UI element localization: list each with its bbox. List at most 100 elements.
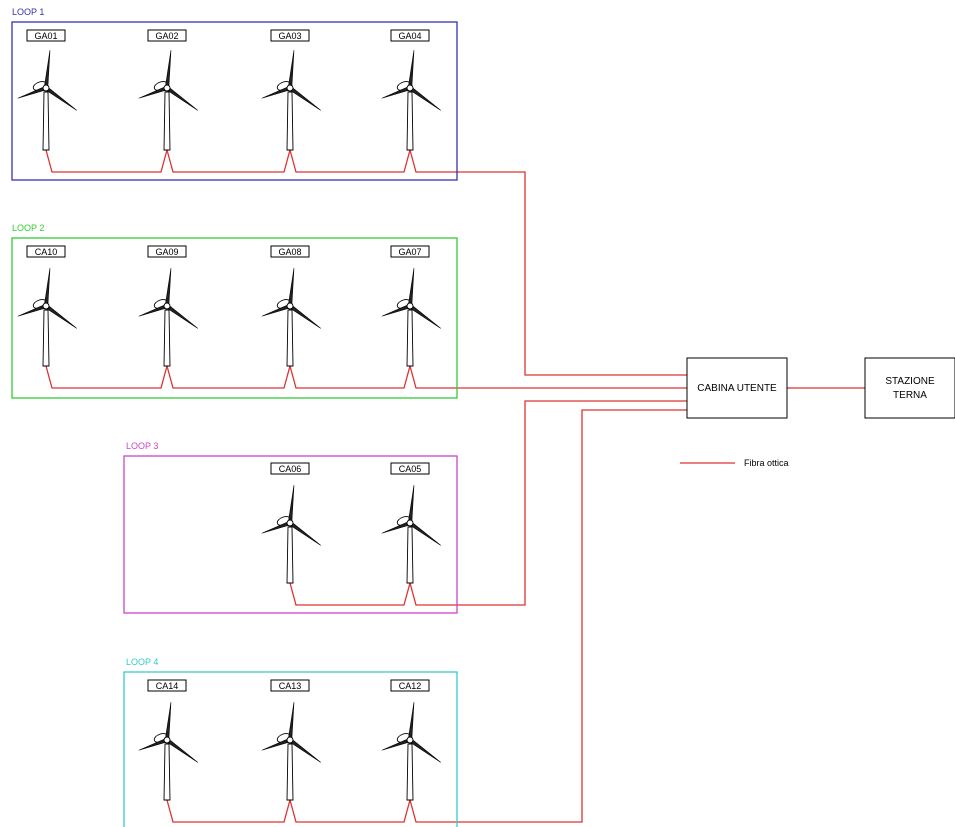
turbine-tag-label: GA03 <box>278 31 301 41</box>
turbine-tower <box>286 309 294 367</box>
turbine-tag-label: CA14 <box>156 681 179 691</box>
turbine-tag-label: GA04 <box>398 31 421 41</box>
loop-1-label: LOOP 1 <box>12 7 44 17</box>
turbine-blade <box>288 738 321 763</box>
wind-turbine: CA13 <box>261 679 321 801</box>
turbine-hub <box>406 84 414 92</box>
turbine-blade <box>288 86 321 111</box>
turbine-tag-label: CA13 <box>279 681 302 691</box>
turbine-blade <box>165 304 198 329</box>
turbine-blade <box>407 268 415 307</box>
turbine-blade <box>43 50 51 89</box>
turbine-tower <box>42 309 50 367</box>
wind-turbine: GA08 <box>261 245 321 367</box>
turbine-blade <box>165 738 198 763</box>
turbine-hub <box>42 84 50 92</box>
turbine-blade <box>408 86 441 111</box>
turbine-tag-box <box>390 462 430 475</box>
turbine-blade <box>261 520 292 534</box>
wind-turbine: GA02 <box>138 29 198 151</box>
turbine-blade <box>408 304 441 329</box>
turbine-blade <box>287 485 295 524</box>
turbine-tag-box <box>26 29 66 42</box>
turbine-blade <box>288 521 321 546</box>
wind-turbine: CA14 <box>138 679 198 801</box>
loop-2-label: LOOP 2 <box>12 223 44 233</box>
turbine-blade <box>138 303 169 317</box>
turbine-hub <box>406 302 414 310</box>
turbine-blade <box>381 85 412 99</box>
turbine-blade <box>138 737 169 751</box>
cabina-utente-label: CABINA UTENTE <box>697 383 777 394</box>
wind-turbine: GA04 <box>381 29 441 151</box>
fiber-cables <box>45 147 865 823</box>
turbine-blade <box>261 303 292 317</box>
turbine-tag-label: GA01 <box>34 31 57 41</box>
turbine-tower <box>163 91 171 151</box>
wind-turbine: CA06 <box>261 462 321 584</box>
turbine-tag-box <box>390 245 430 258</box>
turbine-tower <box>163 743 171 801</box>
turbine-tag-box <box>270 679 310 692</box>
wind-turbine: CA10 <box>17 245 77 367</box>
turbine-tower <box>406 743 414 801</box>
turbine-tag-box <box>270 462 310 475</box>
turbine-blade <box>408 521 441 546</box>
turbine-hub <box>163 84 171 92</box>
turbine-tower <box>286 91 294 151</box>
wind-turbine: GA03 <box>261 29 321 151</box>
turbine-tower <box>163 309 171 367</box>
loop-1-frame <box>11 21 458 181</box>
loop-3-frame <box>123 455 458 614</box>
turbine-blade <box>17 85 48 99</box>
turbine-blade <box>165 86 198 111</box>
loop-2-cable <box>45 363 687 389</box>
turbine-blade <box>287 268 295 307</box>
legend-label: Fibra ottica <box>744 458 789 468</box>
stazione-terna-line2: TERNA <box>893 390 927 401</box>
turbine-tag-box <box>147 245 187 258</box>
wind-turbine: CA05 <box>381 462 441 584</box>
turbine-hub <box>286 736 294 744</box>
turbine-blade <box>164 268 172 307</box>
turbine-blade <box>43 268 51 307</box>
turbine-blade <box>44 304 77 329</box>
turbine-hub <box>286 84 294 92</box>
wind-turbine: GA01 <box>17 29 77 151</box>
turbine-blade <box>288 304 321 329</box>
turbine-tag-label: CA12 <box>399 681 422 691</box>
turbine-blade <box>287 50 295 89</box>
turbine-hub <box>42 302 50 310</box>
turbine-blade <box>17 303 48 317</box>
stazione-terna-box <box>864 357 955 419</box>
turbine-hub <box>286 302 294 310</box>
turbine-tag-box <box>390 679 430 692</box>
cabina-utente-box <box>686 357 788 419</box>
turbine-hub <box>163 736 171 744</box>
stazione-terna-line1: STAZIONE <box>885 376 935 387</box>
turbine-blade <box>261 85 292 99</box>
turbine-tower <box>286 743 294 801</box>
turbine-blade <box>138 85 169 99</box>
wind-turbine: GA07 <box>381 245 441 367</box>
turbine-tag-label: CA10 <box>35 247 58 257</box>
turbine-blade <box>381 303 412 317</box>
turbine-blade <box>381 520 412 534</box>
loop-3-label: LOOP 3 <box>126 441 158 451</box>
loop-2-frame <box>11 237 458 399</box>
loop-4-cable <box>166 409 687 823</box>
turbine-blade <box>44 86 77 111</box>
turbine-tower <box>42 91 50 151</box>
turbine-hub <box>163 302 171 310</box>
turbine-blade <box>407 485 415 524</box>
turbine-tower <box>286 526 294 584</box>
turbine-tag-label: CA06 <box>279 464 302 474</box>
turbine-tower <box>406 91 414 151</box>
turbine-tower <box>406 526 414 584</box>
turbine-blade <box>407 702 415 741</box>
turbine-tag-label: CA05 <box>399 464 422 474</box>
turbine-tower <box>406 309 414 367</box>
turbine-tag-box <box>147 29 187 42</box>
